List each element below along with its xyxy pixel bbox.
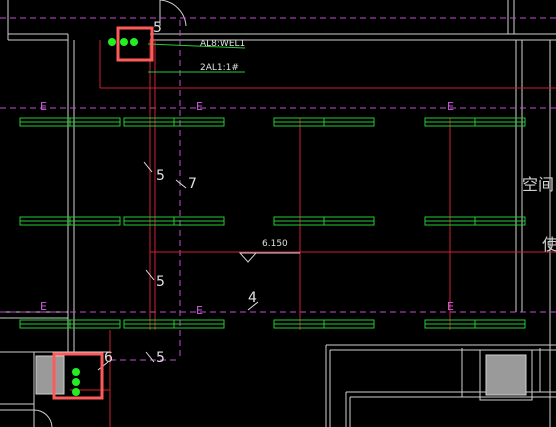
circuit-label: AL8:WEL1 <box>200 39 245 49</box>
light-fixture <box>273 117 375 127</box>
label-leaders <box>147 43 246 73</box>
circuit-number: 5 <box>156 350 165 366</box>
light-fixture <box>123 216 225 226</box>
e-mark: E <box>447 300 454 313</box>
panel-label: 2AL1:1# <box>200 63 239 73</box>
circuit-ticks <box>97 161 259 371</box>
device-dot <box>72 368 80 376</box>
light-fixture <box>424 216 526 226</box>
dashed-lines <box>0 17 556 361</box>
light-fixture <box>424 319 526 329</box>
light-fixtures <box>19 117 526 329</box>
column <box>485 354 527 396</box>
circuit-number: 7 <box>188 176 197 192</box>
light-fixture <box>123 319 225 329</box>
circuit-number: 4 <box>248 290 257 306</box>
device-dot <box>72 378 80 386</box>
e-mark: E <box>196 304 203 317</box>
level-text: 6.150 <box>262 239 288 249</box>
circuit-number: 6 <box>104 350 113 366</box>
room-label: 使 <box>542 235 556 254</box>
light-fixture <box>19 319 121 329</box>
e-mark: E <box>40 300 47 313</box>
device-dot <box>72 388 80 396</box>
device-symbols-bottom <box>72 368 80 396</box>
light-fixture <box>123 117 225 127</box>
circuit-number: 5 <box>156 274 165 290</box>
light-fixture <box>19 216 121 226</box>
light-fixture <box>19 117 121 127</box>
level-marker: 6.150 <box>238 239 300 263</box>
e-mark: E <box>447 100 454 113</box>
device-symbols-top <box>108 38 138 46</box>
selection-highlight-top[interactable] <box>116 26 154 62</box>
column <box>35 355 65 395</box>
circuit-number: 5 <box>156 168 165 184</box>
light-fixture <box>424 117 526 127</box>
selection-highlight-bottom[interactable] <box>52 352 104 400</box>
e-mark: E <box>40 100 47 113</box>
light-fixture <box>273 319 375 329</box>
circuit-number: 5 <box>153 20 162 36</box>
room-label: 空间 <box>522 175 554 194</box>
device-dot <box>108 38 116 46</box>
device-dot <box>130 38 138 46</box>
device-dot <box>120 38 128 46</box>
column-outline <box>479 349 533 401</box>
light-fixture <box>273 216 375 226</box>
e-mark: E <box>196 100 203 113</box>
